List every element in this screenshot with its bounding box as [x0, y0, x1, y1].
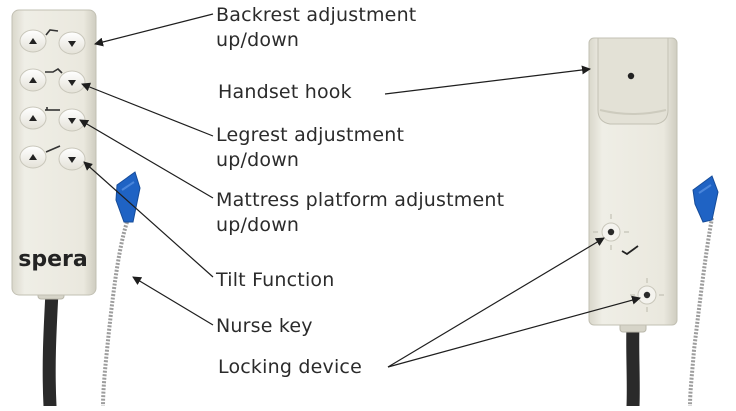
locking-device-2[interactable]	[630, 278, 664, 312]
hook-hole-icon	[627, 72, 635, 80]
brand-logo: spera	[18, 247, 87, 272]
mattress-arrow	[79, 119, 214, 199]
backrest-symbol-icon	[45, 29, 59, 36]
button-row-backrest	[19, 29, 86, 55]
hook-edge	[599, 109, 667, 115]
lock-keyhole-icon	[607, 228, 615, 236]
mattress-label-line2: up/down	[216, 214, 300, 236]
front-handset: spera	[11, 9, 141, 411]
nurse-key[interactable]	[115, 171, 141, 223]
lock-ticks	[630, 278, 664, 312]
nurse-key[interactable]	[692, 175, 719, 223]
button-row-mattress	[19, 106, 86, 132]
locking-arrow-2	[387, 295, 641, 368]
back-handset	[588, 37, 719, 411]
backrest-label-line2: up/down	[216, 29, 300, 51]
tilt-arrow	[83, 161, 214, 278]
up-arrow-icon	[29, 154, 37, 160]
tilt-symbol-icon	[45, 145, 61, 153]
nurse-key-chain	[688, 217, 714, 407]
nurse-key-highlight	[121, 181, 135, 191]
backrest-arrow	[94, 13, 214, 47]
nurse-key-label: Nurse key	[216, 315, 313, 337]
locking-device-1[interactable]	[593, 214, 629, 250]
lock-ticks	[593, 214, 629, 250]
backrest-label: Backrest adjustment up/down	[216, 3, 416, 53]
legrest-label-line2: up/down	[216, 149, 300, 171]
down-arrow-icon	[68, 80, 76, 86]
down-arrow-icon	[68, 157, 76, 163]
up-arrow-icon	[29, 38, 37, 44]
cable	[626, 318, 640, 411]
lock-keyhole-icon	[643, 291, 651, 299]
locking-device-label: Locking device	[218, 356, 362, 378]
legrest-label-line1: Legrest adjustment	[216, 124, 405, 146]
button-row-legrest	[19, 67, 86, 94]
up-arrow-icon	[29, 77, 37, 83]
tilt-label: Tilt Function	[216, 269, 335, 291]
nurse-key-arrow	[132, 276, 214, 326]
button-row-tilt	[19, 145, 86, 171]
mattress-label: Mattress platform adjustment up/down	[216, 188, 504, 238]
legrest-symbol-icon	[45, 67, 63, 74]
nurse-key-highlight	[698, 184, 712, 194]
down-arrow-icon	[68, 118, 76, 124]
down-arrow-icon	[68, 41, 76, 47]
lock-symbol-icon	[621, 245, 639, 256]
legrest-arrow	[81, 82, 214, 137]
cable	[42, 285, 59, 411]
nurse-key-chain	[101, 221, 129, 407]
legrest-label: Legrest adjustment up/down	[216, 123, 404, 173]
locking-arrow-1	[387, 237, 605, 368]
backrest-label-line1: Backrest adjustment	[216, 4, 417, 26]
mattress-label-line1: Mattress platform adjustment	[216, 189, 505, 211]
up-arrow-icon	[29, 115, 37, 121]
leader-lines	[79, 13, 641, 368]
handset-hook	[597, 37, 669, 125]
handset-hook-arrow	[384, 65, 591, 95]
handset-hook-label: Handset hook	[218, 81, 352, 103]
